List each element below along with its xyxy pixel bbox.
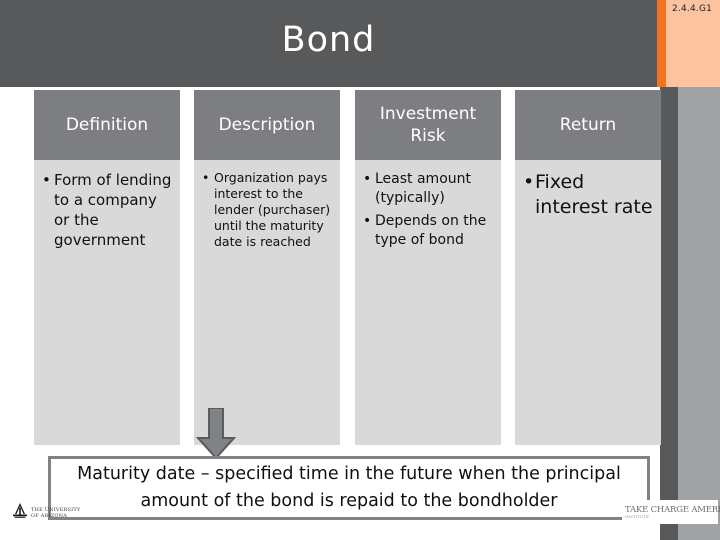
- list-item: Depends on the type of bond: [363, 212, 493, 250]
- university-logo: THE UNIVERSITY OF ARIZONA: [12, 498, 108, 528]
- list-item: Least amount (typically): [363, 170, 493, 208]
- column-header-description: Description: [194, 90, 340, 160]
- tca-logo-tagline: INSTITUTE: [625, 514, 649, 519]
- list-item: Organization pays interest to the lender…: [202, 170, 332, 250]
- maturity-date-callout: Maturity date – specified time in the fu…: [48, 456, 650, 520]
- university-logo-text: THE UNIVERSITY OF ARIZONA: [31, 507, 80, 519]
- column-body-definition: Form of lending to a company or the gove…: [34, 160, 180, 445]
- university-logo-line1: THE UNIVERSITY: [31, 507, 81, 513]
- peach-accent-block: [666, 0, 720, 87]
- column-body-description: Organization pays interest to the lender…: [194, 160, 340, 445]
- university-logo-icon: [12, 502, 28, 524]
- list-item: Fixed interest rate: [523, 170, 653, 220]
- orange-accent-stripe: [657, 0, 667, 87]
- down-arrow-icon: [195, 407, 237, 460]
- table-column-return: Return Fixed interest rate: [515, 90, 661, 445]
- header-band: [0, 0, 657, 87]
- callout-text: Maturity date – specified time in the fu…: [77, 464, 621, 511]
- right-gray-column: [678, 0, 720, 540]
- list-item: Form of lending to a company or the gove…: [42, 170, 172, 250]
- table-column-investment-risk: Investment Risk Least amount (typically)…: [355, 90, 501, 445]
- tca-logo-name: TAKE CHARGE AMERICA: [625, 504, 720, 515]
- right-dark-strip: [660, 87, 678, 540]
- university-logo-line2: OF ARIZONA: [31, 513, 68, 519]
- table-column-description: Description Organization pays interest t…: [194, 90, 340, 445]
- column-header-definition: Definition: [34, 90, 180, 160]
- column-header-investment-risk: Investment Risk: [355, 90, 501, 160]
- slide-code-label: 2.4.4.G1: [672, 4, 713, 14]
- column-body-return: Fixed interest rate: [515, 160, 661, 445]
- column-body-investment-risk: Least amount (typically) Depends on the …: [355, 160, 501, 445]
- take-charge-america-logo: TAKE CHARGE AMERICA INSTITUTE: [622, 500, 720, 524]
- page-title: Bond: [281, 20, 376, 60]
- table-column-definition: Definition Form of lending to a company …: [34, 90, 180, 445]
- column-header-return: Return: [515, 90, 661, 160]
